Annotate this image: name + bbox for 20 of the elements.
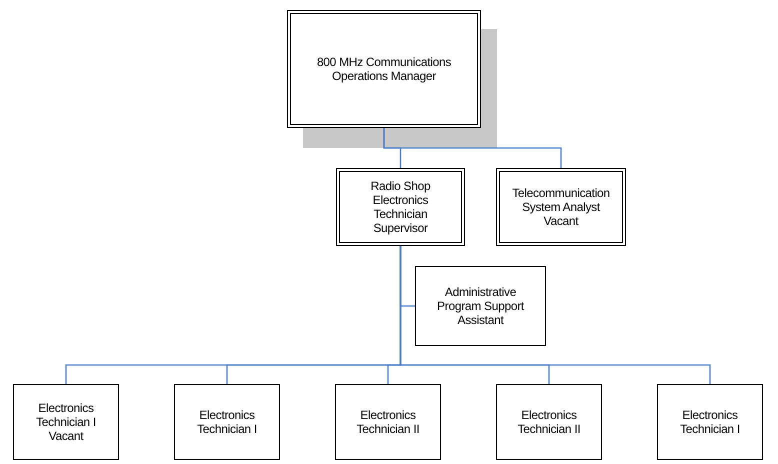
position-title: 800 MHz Communications Operations Manager <box>316 55 452 83</box>
position-title: Telecommunication System Analyst Vacant <box>511 186 611 228</box>
position-box <box>335 384 441 460</box>
position-title: Electronics Technician II <box>516 408 582 436</box>
connector-line <box>383 128 562 168</box>
position-box <box>336 168 465 246</box>
position-title: Electronics Technician I Vacant <box>35 401 97 443</box>
position-box <box>496 384 602 460</box>
position-box <box>415 266 546 346</box>
position-box <box>13 384 119 460</box>
position-box <box>496 168 626 246</box>
position-title: Electronics Technician I <box>679 408 741 436</box>
position-title: Electronics Technician I <box>196 408 258 436</box>
connector-line <box>400 246 711 384</box>
position-box <box>174 384 280 460</box>
manager-box <box>287 10 481 128</box>
position-title: Administrative Program Support Assistant <box>436 285 526 327</box>
position-box <box>657 384 763 460</box>
position-title: Radio Shop Electronics Technician Supervisor <box>370 179 432 235</box>
position-title: Electronics Technician II <box>356 408 420 436</box>
